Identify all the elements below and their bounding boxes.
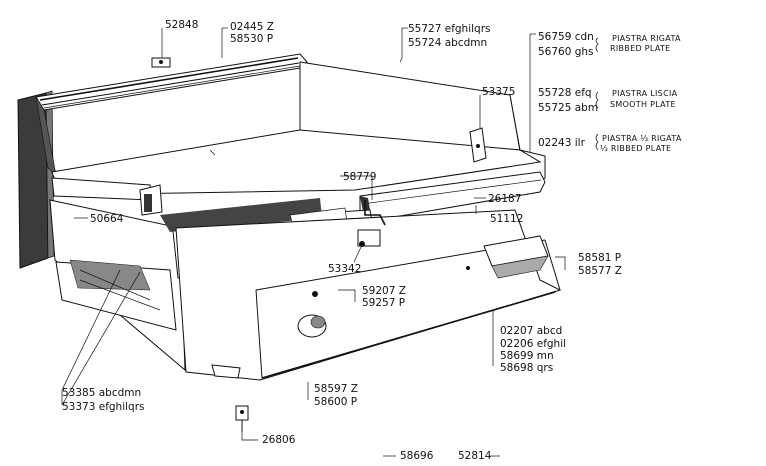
bracket-58779 xyxy=(357,200,386,247)
label-56759: 56759 cdn xyxy=(538,31,594,43)
label-58530: 58530 P xyxy=(230,33,273,45)
label-58779: 58779 xyxy=(343,171,376,183)
bracket-52848 xyxy=(151,57,171,68)
label-52814: 52814 xyxy=(458,450,492,462)
label-58698: 58698 qrs xyxy=(500,362,553,374)
label-55727: 55727 efghilqrs xyxy=(408,23,491,35)
label-53375: 53375 xyxy=(482,86,515,98)
connector-26806 xyxy=(235,405,249,432)
label-58600: 58600 P xyxy=(314,396,357,408)
label-52848: 52848 xyxy=(165,19,198,31)
label-58581: 58581 P xyxy=(578,252,621,264)
note-smooth-it: PIASTRA LISCIA xyxy=(612,89,678,98)
front-control-panel xyxy=(175,209,562,381)
label-53385: 53385 abcdmn xyxy=(62,387,141,399)
label-53373: 53373 efghilqrs xyxy=(62,401,145,413)
note-smooth-en: SMOOTH PLATE xyxy=(610,100,676,109)
label-26187: 26187 xyxy=(488,193,521,205)
label-02206: 02206 efghil xyxy=(500,338,566,350)
label-58597: 58597 Z xyxy=(314,383,358,395)
label-51112: 51112 xyxy=(490,213,523,225)
label-58699: 58699 mn xyxy=(500,350,554,362)
label-02243: 02243 ilr xyxy=(538,137,586,149)
label-26806: 26806 xyxy=(262,434,296,446)
label-53342: 53342 xyxy=(328,263,361,275)
note-third-it: PIASTRA ⅓ RIGATA xyxy=(602,134,682,143)
terminal-box-58581 xyxy=(483,235,549,279)
label-02207: 02207 abcd xyxy=(500,325,562,337)
label-59257: 59257 P xyxy=(362,297,405,309)
label-55724: 55724 abcdmn xyxy=(408,37,487,49)
label-56760: 56760 ghs xyxy=(538,46,594,58)
bracket-53375 xyxy=(469,127,487,163)
label-58696: 58696 xyxy=(400,450,434,462)
note-third-en: ⅓ RIBBED PLATE xyxy=(600,144,671,153)
part-labels: 52848 02445 Z 58530 P 55727 efghilqrs 55… xyxy=(62,19,682,462)
label-50664: 50664 xyxy=(90,213,124,225)
label-55725: 55725 abm xyxy=(538,102,598,114)
left-front-bar xyxy=(51,177,163,216)
label-59207: 59207 Z xyxy=(362,285,406,297)
left-side-panel xyxy=(17,90,55,269)
back-splash-panel xyxy=(35,53,308,176)
label-02445: 02445 Z xyxy=(230,21,274,33)
note-ribbed-en: RIBBED PLATE xyxy=(610,44,671,53)
label-55728: 55728 efq xyxy=(538,87,592,99)
plate-rear-panel xyxy=(299,61,521,153)
label-58577: 58577 Z xyxy=(578,265,622,277)
note-ribbed-it: PIASTRA RIGATA xyxy=(612,34,681,43)
leader-lines xyxy=(61,27,599,457)
